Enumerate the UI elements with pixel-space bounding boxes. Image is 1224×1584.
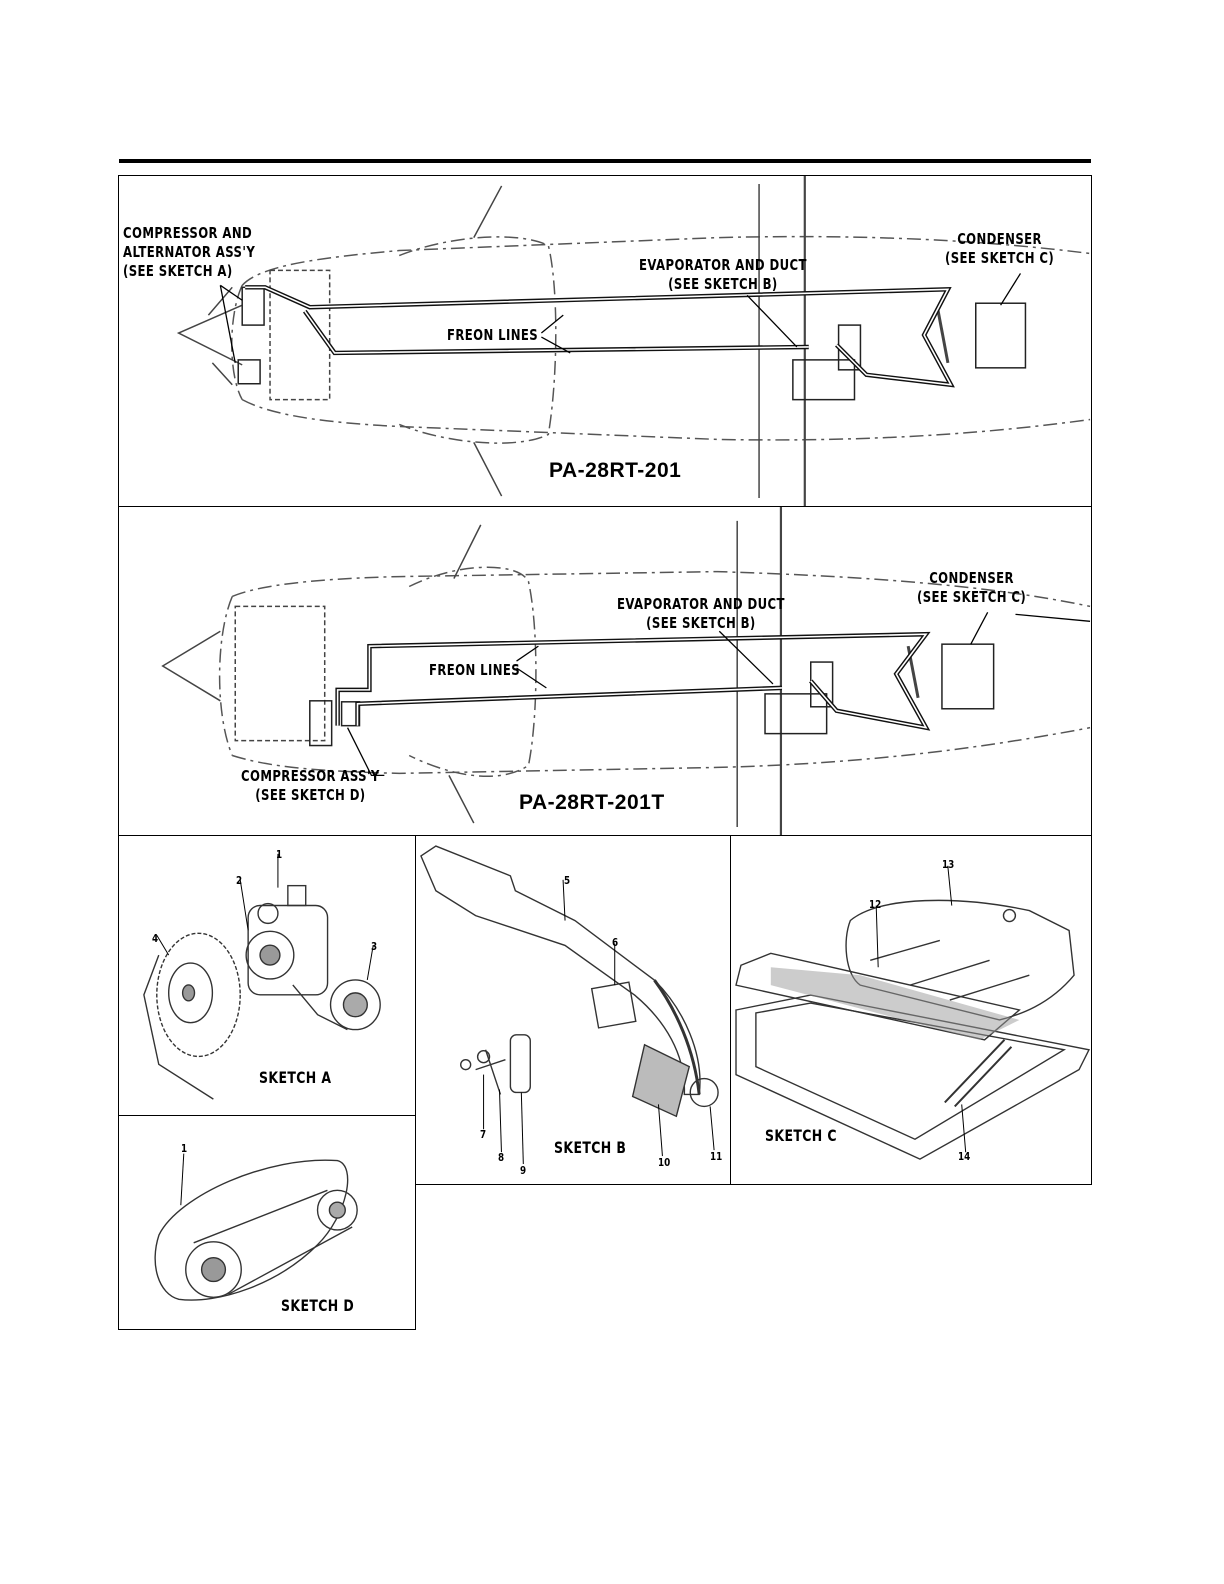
sketch-a-panel: 1 2 3 4 SKETCH A [118,835,416,1116]
sketch-b-callout-9: 9 [520,1164,527,1177]
model-label-201: PA-28RT-201 [549,459,682,482]
sketch-b-panel: 5 6 7 8 9 10 11 SKETCH B [415,835,731,1185]
sketch-a-callout-4: 4 [152,932,159,945]
compressor-label-201t: COMPRESSOR ASS'Y (SEE SKETCH D) [241,767,380,804]
sketch-b-title: SKETCH B [554,1138,627,1157]
sketch-a-callout-1: 1 [276,848,283,861]
sketch-b-callout-11: 11 [710,1150,723,1163]
panel-pa28rt-201t: EVAPORATOR AND DUCT (SEE SKETCH B) CONDE… [118,506,1092,836]
condenser-drawing [735,865,1091,1160]
sketch-d-title: SKETCH D [281,1296,355,1315]
sketch-a-callout-3: 3 [371,940,378,953]
evaporator-duct-label-201t: EVAPORATOR AND DUCT (SEE SKETCH B) [617,595,785,632]
header-rule [119,159,1091,163]
sketch-c-callout-13: 13 [942,858,955,871]
sketch-a-callout-2: 2 [236,874,243,887]
evaporator-duct-label: EVAPORATOR AND DUCT (SEE SKETCH B) [639,256,807,293]
compressor-alternator-drawing [143,853,381,1100]
condenser-label: CONDENSER (SEE SKETCH C) [945,230,1055,267]
sketch-c-callout-14: 14 [958,1150,971,1163]
aircraft-drawing-201t [161,507,1091,835]
sketch-c-callout-12: 12 [869,898,882,911]
sketch-c-panel: 13 12 14 SKETCH C [730,835,1092,1185]
freon-lines-label-201t: FREON LINES [429,661,521,679]
sketch-d-panel: 1 SKETCH D [118,1115,416,1330]
panel-pa28rt-201: COMPRESSOR AND ALTERNATOR ASS'Y (SEE SKE… [118,175,1092,507]
freon-lines-label: FREON LINES [447,326,539,344]
condenser-label-201t: CONDENSER (SEE SKETCH C) [917,569,1027,606]
sketch-b-callout-6: 6 [612,936,619,949]
sketch-b-callout-5: 5 [564,874,571,887]
compressor-alternator-label: COMPRESSOR AND ALTERNATOR ASS'Y (SEE SKE… [123,224,256,280]
sketch-b-callout-8: 8 [498,1151,505,1164]
compressor-drawing [154,1153,358,1301]
aircraft-drawing-201 [176,176,1091,506]
model-label-201t: PA-28RT-201T [519,791,665,814]
sketch-b-callout-7: 7 [480,1128,487,1141]
sketch-a-title: SKETCH A [259,1068,332,1087]
sketch-d-callout-1: 1 [181,1142,188,1155]
evaporator-duct-drawing [420,845,719,1165]
sketch-c-title: SKETCH C [765,1126,837,1145]
sketch-b-callout-10: 10 [658,1156,671,1169]
